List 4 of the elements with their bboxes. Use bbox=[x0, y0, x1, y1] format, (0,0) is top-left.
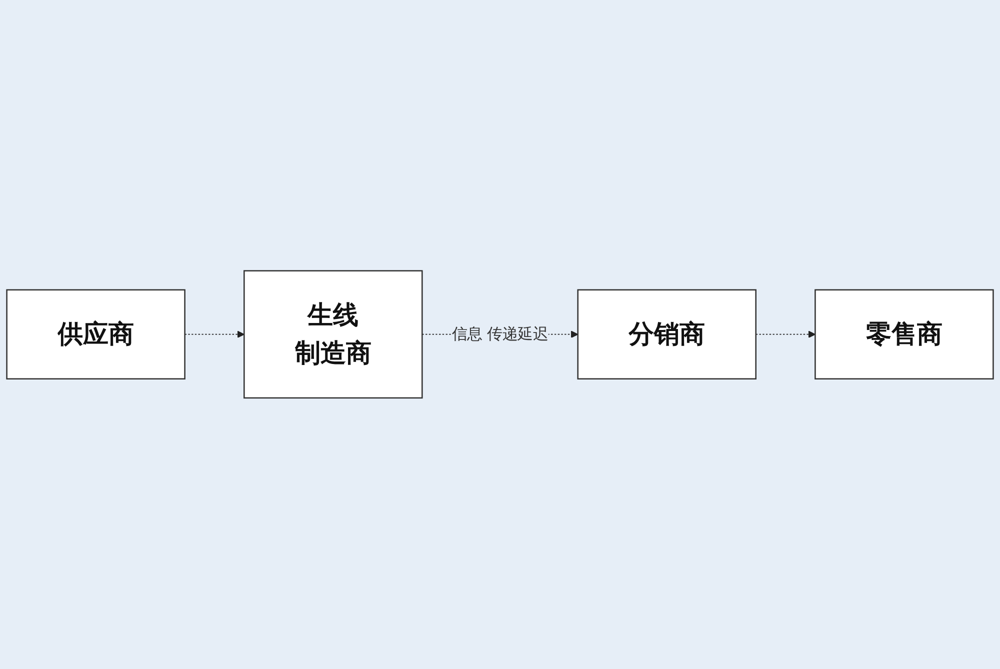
arrow bbox=[184, 330, 244, 338]
edge-label: 信息 传递延迟 bbox=[452, 326, 548, 344]
node-box: 零售商 bbox=[814, 289, 994, 380]
arrow bbox=[755, 330, 816, 338]
